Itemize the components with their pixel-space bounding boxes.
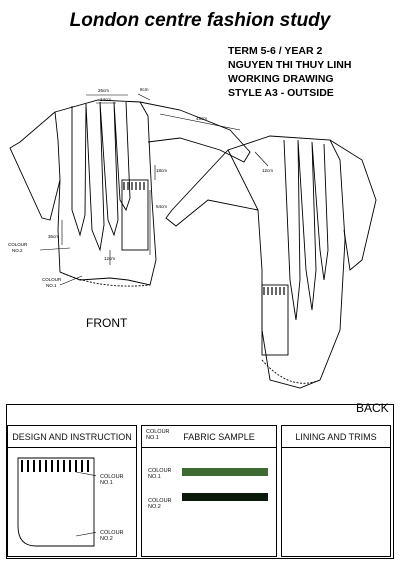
swatch1-label-a: COLOUR [148,468,172,474]
design-colour1-b: NO.1 [100,480,113,486]
fabric-header-label: FABRIC SAMPLE [183,431,255,442]
front-pocket [121,179,149,251]
front-callout-leaders [39,247,83,286]
design-colour2-a: COLOUR [100,530,124,536]
callout-colour2-a: COLOUR [8,242,28,247]
measure-3: 8cm [140,87,149,92]
front-garment [9,93,269,287]
back-drape-panels [283,139,329,321]
front-pocket-trim [123,182,145,190]
design-colour2: COLOUR NO.2 [100,530,124,542]
measure-1: 26cm [98,88,109,93]
pocket-sketch [17,457,96,547]
front-right-sleeve [139,101,251,163]
front-body-outline [54,99,157,286]
measure-4: 48cm [196,116,207,121]
measure-2: 14cm [100,97,111,102]
info-block: TERM 5-6 / YEAR 2 NGUYEN THI THUY LINH W… [228,44,351,100]
swatch2-label-a: COLOUR [148,498,172,504]
swatch1-label-b: NO.1 [148,474,161,480]
term-label: TERM 5-6 / YEAR 2 [228,45,323,57]
callout-colour1-b: NO.1 [46,283,57,288]
design-colour1: COLOUR NO.1 [100,474,124,486]
design-colour1-a: COLOUR [100,474,124,480]
front-measure-lines [61,93,269,265]
back-right-sleeve [329,139,377,271]
fabric-box: COLOUR NO.1 FABRIC SAMPLE COLOUR NO.1 CO… [141,425,277,557]
fabric-header-prefix-b: NO.1 [146,435,159,441]
fabric-header-prefix-a: COLOUR [146,429,170,435]
back-body-outline [227,135,346,389]
measure-6: 54cm [156,204,167,209]
front-left-sleeve [9,111,61,221]
front-hem [59,271,151,287]
back-hem [261,359,321,384]
back-pocket-trim [263,287,285,295]
design-colour2-b: NO.2 [100,536,113,542]
design-box: DESIGN AND INSTRUCTION COLOUR NO.1 COLOU… [7,425,137,557]
swatch2-label-b: NO.2 [148,504,161,510]
lining-box: LINING AND TRIMS [281,425,391,557]
fabric-header: COLOUR NO.1 FABRIC SAMPLE [142,426,276,448]
measure-9: 12cm [104,256,115,261]
back-left-sleeve [165,149,259,227]
measure-8: 18cm [156,168,167,173]
swatch-colour-1 [182,468,268,476]
pocket-sketch-leaders [75,471,96,537]
measure-5: 12cm [262,168,273,173]
swatch-colour-2 [182,493,268,501]
back-pocket [261,284,289,356]
student-name: NGUYEN THI THUY LINH [228,59,352,71]
back-garment [165,135,377,389]
swatch2-label: COLOUR NO.2 [148,498,172,510]
garment-drawing: 26cm 14cm 8cm 48cm 12cm 54cm 36cm 18cm 1… [8,87,377,389]
design-header: DESIGN AND INSTRUCTION [8,426,136,448]
lining-header: LINING AND TRIMS [282,426,390,448]
spec-sheet: DESIGN AND INSTRUCTION COLOUR NO.1 COLOU… [6,404,394,559]
measure-7: 36cm [48,234,59,239]
pocket-sketch-trim [21,460,89,472]
page-title: London centre fashion study [69,10,331,31]
front-drape-panels [71,101,131,252]
style-label: STYLE A3 - OUTSIDE [228,87,334,99]
swatch1-label: COLOUR NO.1 [148,468,172,480]
pocket-sketch-outline [17,457,95,547]
callout-colour2-b: NO.2 [12,248,23,253]
fabric-header-prefix: COLOUR NO.1 [146,429,170,441]
document-type: WORKING DRAWING [228,73,334,85]
callout-colour1-a: COLOUR [42,277,62,282]
front-label: FRONT [86,316,128,330]
